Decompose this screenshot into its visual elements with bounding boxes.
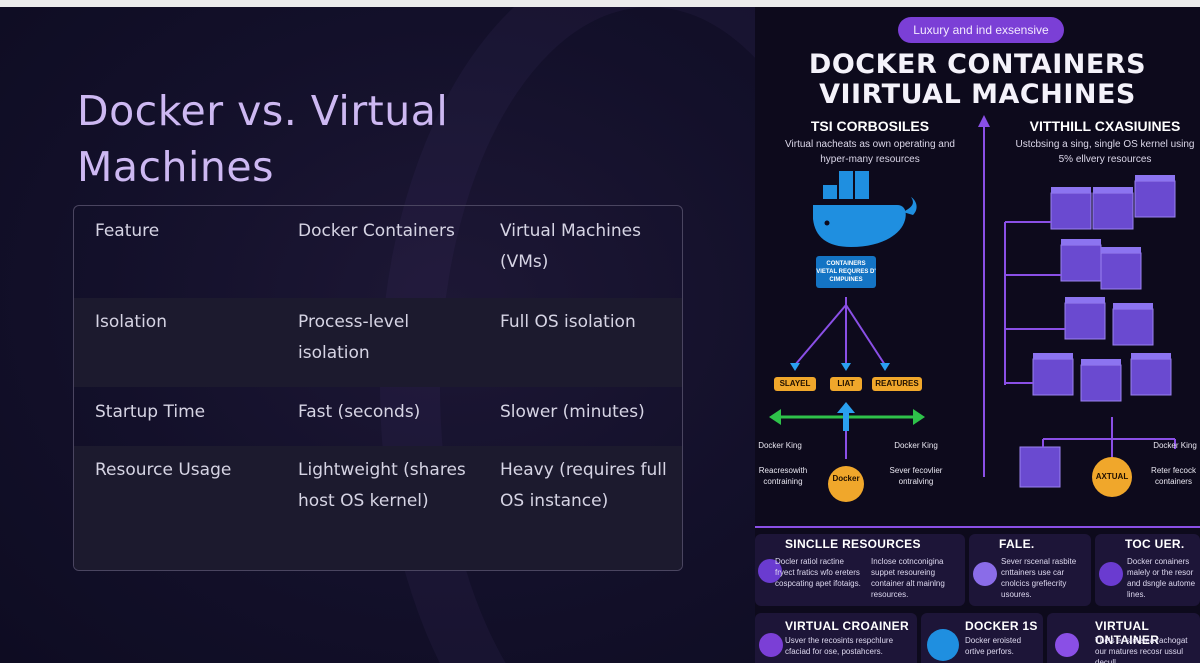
infographic-graphics <box>755 115 1200 528</box>
card-single-resources: SINCLLE RESOURCES Docler ratiol ractine … <box>755 534 965 606</box>
card-virtual-ontainer: VIRTUAL ONTAINER Thels er stoletea racho… <box>1047 613 1200 663</box>
docker-king-left: Docker King <box>758 441 802 450</box>
card-virtual-croainer: VIRTUAL CROAINER Usver the recosints res… <box>755 613 917 663</box>
card-text: Docker eroisted ortive perfors. <box>965 636 1022 656</box>
comparison-table: Feature Docker Containers Virtual Machin… <box>73 205 683 571</box>
containers-label-box: CONTAINERS VIETAL REQURES D' CIMPUINES <box>816 256 876 288</box>
card-text: Docler ratiol ractine fryect fratics wfo… <box>775 557 861 588</box>
left-caption: Reacresowith contraining <box>758 466 808 486</box>
card-title: FALE. <box>999 537 1035 551</box>
card-title: VIRTUAL ONTAINER <box>1095 619 1160 647</box>
card-title: TOC UER. <box>1125 537 1185 551</box>
card-title: DOCKER 1S <box>965 619 1038 633</box>
tag-slayel: SLAYEL <box>774 377 816 391</box>
right-column-subtext: Ustcbsing a sing, single OS kernel using… <box>1015 139 1195 165</box>
container-icon <box>758 559 782 583</box>
card-toc-uer: TOC UER. Docker conainers malely or the … <box>1095 534 1200 606</box>
card-docker-1s: DOCKER 1S Docker eroisted ortive perfors… <box>921 613 1043 663</box>
vm-cubes-icon <box>1019 175 1176 488</box>
card-text: Docker conainers malely or the resor and… <box>1127 557 1196 599</box>
cell-feature: Startup Time <box>95 402 206 422</box>
target-icon <box>1099 562 1123 586</box>
globe-icon <box>927 629 959 661</box>
header-feature: Feature <box>95 221 160 241</box>
axtual-coin-label: AXTUAL <box>1095 472 1129 481</box>
card-text: Sever rscenal rasbite cnttainers use car… <box>1001 557 1077 599</box>
server-icon <box>759 633 783 657</box>
infographic-title-line2: VIIRTUAL MACHINES <box>819 79 1136 110</box>
table-row: Isolation Process-level isolation Full O… <box>74 298 682 387</box>
cell-docker: Process-level isolation <box>298 312 410 363</box>
cell-docker: Lightweight (shares host OS kernel) <box>298 460 466 511</box>
card-fale: FALE. Sever rscenal rasbite cnttainers u… <box>969 534 1091 606</box>
right-caption: Sever fecovlier ontralving <box>889 466 943 486</box>
infographic-image: Luxury and ind exsensive DOCKER CONTAINE… <box>755 7 1200 663</box>
cell-feature: Resource Usage <box>95 460 232 480</box>
card-title: VIRTUAL CROAINER <box>785 619 909 633</box>
infographic-title-line1: DOCKER CONTAINERS <box>808 49 1147 80</box>
table-row: Resource Usage Lightweight (shares host … <box>74 446 682 570</box>
tag-liat: LIAT <box>830 377 862 391</box>
docker-king-right: Docker King <box>894 441 938 450</box>
cell-docker: Fast (seconds) <box>298 402 421 422</box>
cell-vm: Slower (minutes) <box>500 402 645 422</box>
left-column-subtext: Virtual nacheats as own operating and hy… <box>785 139 955 165</box>
far-caption: Reter fecock containers <box>1151 466 1196 486</box>
card-text: Thels er stoletea rachogat our matures r… <box>1095 636 1188 663</box>
docker-king-far: Docker King <box>1153 441 1197 450</box>
cell-feature: Isolation <box>95 312 167 332</box>
tag-reatures: REATURES <box>872 377 922 391</box>
card-title: SINCLLE RESOURCES <box>785 537 921 551</box>
docker-whale-icon <box>813 171 917 247</box>
header-vms: Virtual Machines (VMs) <box>500 221 641 272</box>
header-docker: Docker Containers <box>298 221 455 241</box>
right-column-heading: VITTHILL CXASIUINES <box>1029 118 1181 134</box>
cell-vm: Heavy (requires full OS instance) <box>500 460 667 511</box>
table-row: Startup Time Fast (seconds) Slower (minu… <box>74 387 682 446</box>
table-header-row: Feature Docker Containers Virtual Machin… <box>74 206 682 298</box>
card-text: Usver the recosints respchlure cfaciad f… <box>785 636 894 656</box>
globe-icon <box>973 562 997 586</box>
left-column-heading: TSI CORBOSILES <box>810 118 930 134</box>
subtitle-pill: Luxury and ind exsensive <box>898 17 1064 43</box>
docker-coin-label: Docker <box>832 474 860 483</box>
arrows-icon <box>1055 633 1079 657</box>
slide-panel: Docker vs. Virtual Machines Feature Dock… <box>0 7 755 663</box>
slide-title: Docker vs. Virtual Machines <box>77 87 449 191</box>
cell-vm: Full OS isolation <box>500 312 636 332</box>
card-text: Inclose cotnconigina suppet resoureing c… <box>871 557 945 599</box>
